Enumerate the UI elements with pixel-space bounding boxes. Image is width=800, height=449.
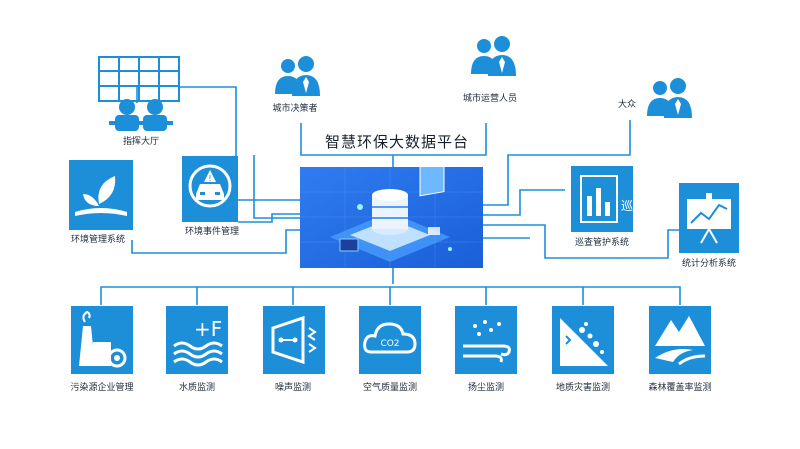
trend-board-icon <box>679 183 739 253</box>
node-label-pollution: 污染源企业管理 <box>70 383 134 393</box>
node-label-statistics: 统计分析系统 <box>681 259 737 269</box>
node-label-air: 空气质量监测 <box>362 383 418 393</box>
water-temperature-icon: +F <box>166 306 228 374</box>
command-hall-icon <box>95 55 183 135</box>
landslide-icon <box>552 306 614 374</box>
node-label-geology: 地质灾害监测 <box>555 383 611 393</box>
node-label-env-management: 环境管理系统 <box>70 235 126 245</box>
node-label-env-event: 环境事件管理 <box>184 227 240 237</box>
people-icon <box>466 36 522 76</box>
user-label-public: 大众 <box>617 100 637 110</box>
people-icon <box>642 78 698 118</box>
dust-icon <box>455 306 517 374</box>
factory-icon <box>71 306 133 374</box>
node-label-dust: 扬尘监测 <box>467 383 505 393</box>
node-label-command-hall: 指挥大厅 <box>122 137 160 147</box>
node-label-forest: 森林覆盖率监测 <box>648 383 712 393</box>
car-warning-icon: ! <box>182 156 238 222</box>
user-label-city-operator: 城市运营人员 <box>462 94 518 104</box>
platform-title: 智慧环保大数据平台 <box>324 133 470 151</box>
speaker-icon <box>263 306 325 374</box>
cloud-co2-icon: CO2 <box>359 306 421 374</box>
forest-icon <box>649 306 711 374</box>
node-label-noise: 噪声监测 <box>274 383 312 393</box>
svg-text:!: ! <box>208 174 211 183</box>
patrol-icon-char: 巡 <box>621 199 633 213</box>
platform-illustration <box>300 161 483 268</box>
water-icon-text: +F <box>194 317 222 341</box>
patrol-chart-icon: 巡 <box>571 166 633 232</box>
node-label-water: 水质监测 <box>178 383 216 393</box>
people-icon <box>270 56 326 96</box>
user-label-city-decision-maker: 城市决策者 <box>272 104 318 114</box>
leaf-icon <box>69 160 133 230</box>
node-label-patrol: 巡查管护系统 <box>574 238 630 248</box>
air-icon-text: CO2 <box>380 339 399 349</box>
